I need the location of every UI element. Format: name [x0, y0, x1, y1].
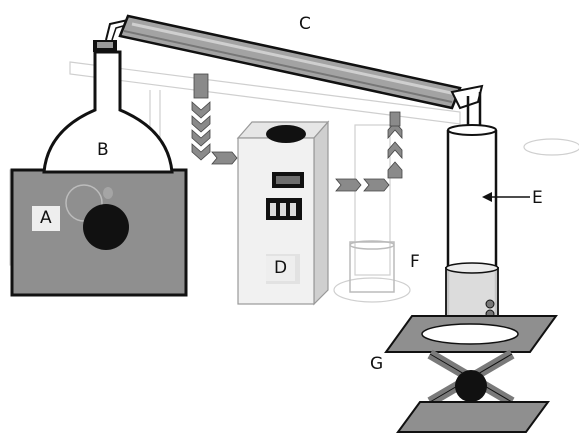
label-e: E: [532, 188, 543, 208]
label-d: D: [266, 256, 296, 281]
label-f: F: [410, 252, 420, 272]
down-chevron-arrows: [191, 73, 211, 161]
up-chevron-arrows: [387, 111, 403, 179]
right-arrow-to-d: [211, 151, 238, 165]
label-a: A: [32, 206, 60, 231]
round-bottom-flask: [42, 40, 174, 174]
label-g: G: [370, 354, 384, 374]
vapor-tube: [105, 19, 129, 41]
label-e-arrow: [482, 192, 530, 202]
lab-jack: [384, 315, 558, 433]
beaker: [349, 240, 395, 293]
right-arrows-from-d: [335, 178, 390, 192]
label-b: B: [97, 140, 109, 160]
condenser: [118, 14, 462, 110]
ghost-outlines: [9, 61, 579, 303]
heating-mantle: [10, 168, 188, 297]
label-c: C: [299, 14, 311, 34]
